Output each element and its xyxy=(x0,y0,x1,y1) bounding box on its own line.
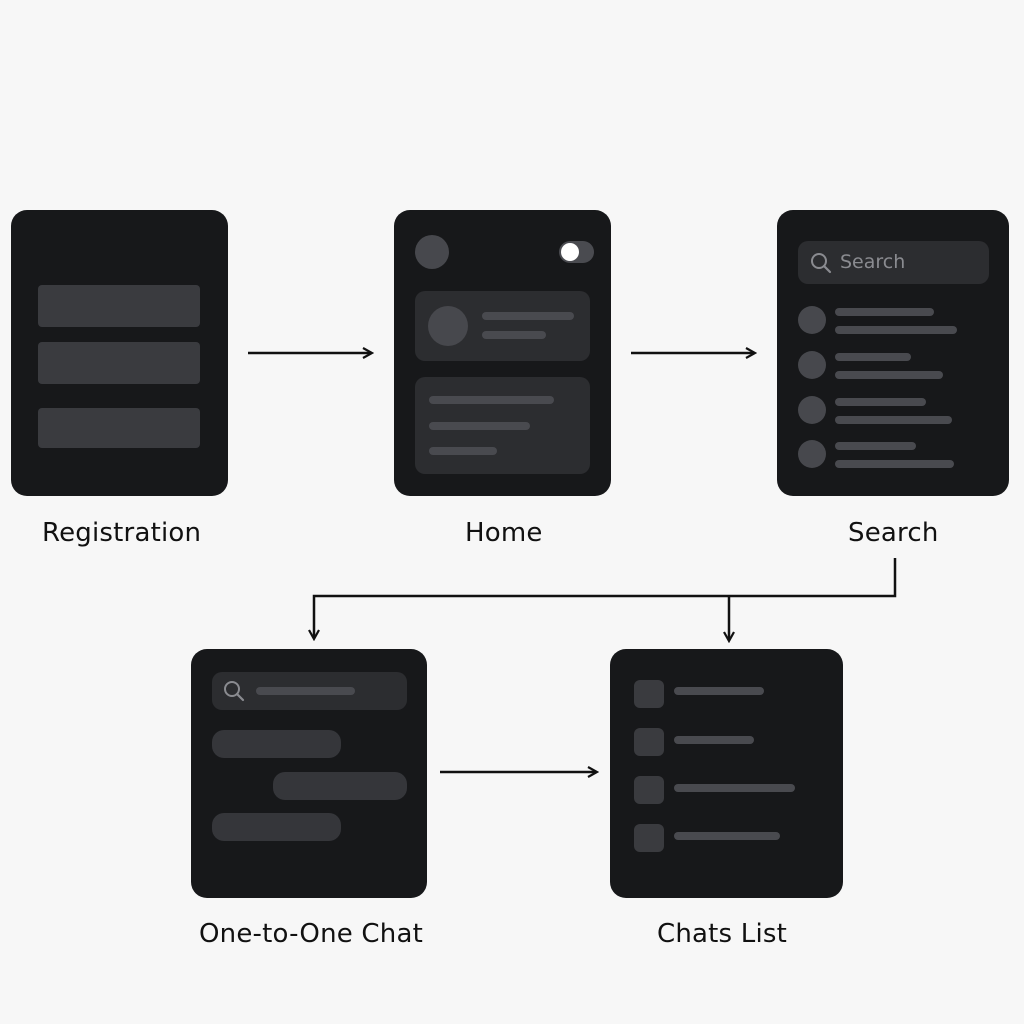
search-placeholder: Search xyxy=(840,251,906,273)
profile-name-line xyxy=(482,312,574,320)
chat-label: One-to-One Chat xyxy=(199,919,423,949)
chat-search-bar[interactable] xyxy=(212,672,407,710)
registration-screen xyxy=(11,210,228,496)
search-screen: Search xyxy=(777,210,1009,496)
search-input[interactable]: Search xyxy=(798,241,989,284)
toggle-switch-icon xyxy=(559,241,594,263)
search-label: Search xyxy=(848,518,939,548)
home-label: Home xyxy=(465,518,543,548)
avatar xyxy=(415,235,449,269)
connector-search-branch xyxy=(314,558,897,638)
content-line-3 xyxy=(429,447,497,455)
content-line-2 xyxy=(429,422,530,430)
registration-submit-button xyxy=(38,408,200,448)
incoming-message-bubble xyxy=(212,730,341,758)
content-card xyxy=(415,377,590,474)
incoming-message-bubble xyxy=(212,813,341,841)
profile-detail-line xyxy=(482,331,546,339)
search-icon xyxy=(224,681,245,702)
content-line-1 xyxy=(429,396,554,404)
chat-screen xyxy=(191,649,427,898)
home-screen xyxy=(394,210,611,496)
search-icon xyxy=(811,253,832,274)
outgoing-message-bubble xyxy=(273,772,407,800)
chats-list-label: Chats List xyxy=(657,919,788,949)
profile-card xyxy=(415,291,590,361)
registration-field-1 xyxy=(38,285,200,327)
profile-avatar xyxy=(428,306,468,346)
registration-label: Registration xyxy=(42,518,202,548)
registration-field-2 xyxy=(38,342,200,384)
chat-search-line xyxy=(256,687,355,695)
chats-list-screen xyxy=(610,649,843,898)
